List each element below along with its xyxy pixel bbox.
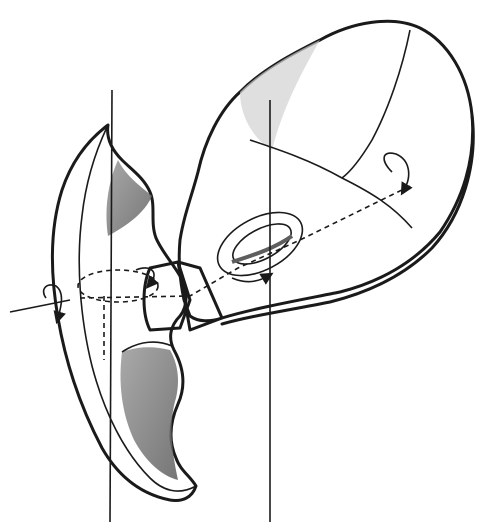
right-bone-rim bbox=[220, 113, 475, 326]
dashed-axis-main bbox=[79, 185, 411, 299]
rotation-arrow-socket bbox=[231, 272, 274, 285]
left-bone-rim bbox=[78, 124, 197, 492]
rotation-arrow-right bbox=[383, 152, 413, 196]
left-bone-shadow-lower bbox=[120, 347, 178, 480]
horizontal-axis-left bbox=[9, 299, 71, 313]
vertical-axis-left bbox=[109, 89, 113, 523]
left-bone bbox=[50, 123, 198, 502]
right-bone-shade-upper bbox=[240, 40, 320, 150]
left-bone-shadow-upper bbox=[106, 160, 152, 236]
right-bone bbox=[177, 19, 475, 326]
left-bone-lip bbox=[121, 341, 173, 353]
rotation-arrow-left bbox=[42, 284, 66, 325]
right-bone-ridge bbox=[341, 29, 411, 179]
right-bone-crease bbox=[249, 139, 413, 229]
socket-shadow bbox=[231, 234, 294, 264]
rotation-arrow-center bbox=[135, 267, 160, 289]
socket-inner bbox=[232, 223, 292, 265]
socket-outer bbox=[216, 211, 304, 277]
